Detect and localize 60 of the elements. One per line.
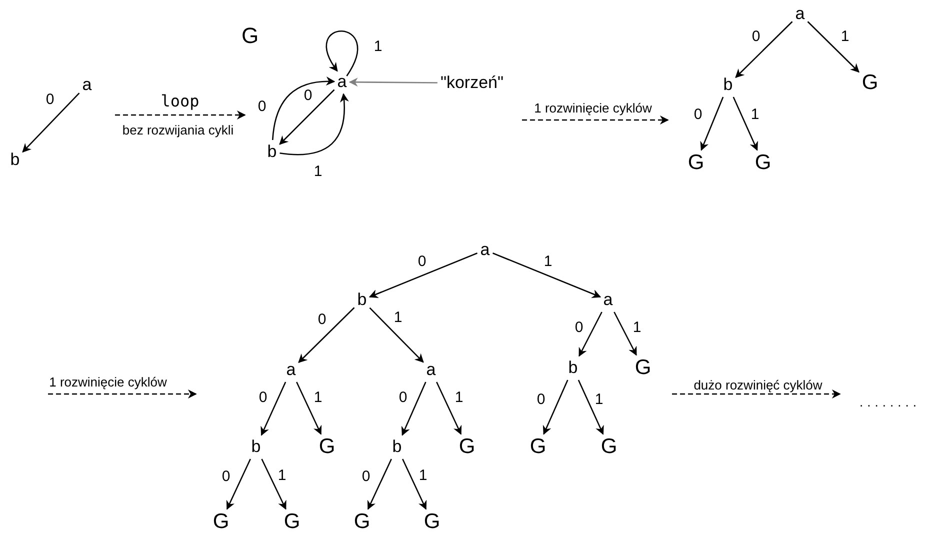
arrow xyxy=(735,21,793,78)
root-callout-text: "korzeń" xyxy=(439,73,505,93)
arrow xyxy=(700,96,724,151)
arrow xyxy=(272,76,336,140)
pointer-arrow xyxy=(348,78,438,87)
node-letter: b xyxy=(266,142,278,162)
arrow xyxy=(492,252,602,298)
arrow xyxy=(436,382,462,435)
arrow xyxy=(614,312,637,356)
arrow-caption: bez rozwijania cykli xyxy=(122,122,234,138)
arrow xyxy=(296,382,322,435)
arrow xyxy=(22,92,80,153)
arrow xyxy=(279,89,335,145)
node-letter: G xyxy=(860,72,880,94)
arrow xyxy=(542,380,568,435)
node-letter: G xyxy=(686,152,706,174)
arrow xyxy=(401,382,426,436)
node-letter: b xyxy=(356,290,368,310)
node-letter: G xyxy=(528,436,548,458)
node-letter: b xyxy=(250,437,262,457)
node-letter: G xyxy=(600,436,618,458)
arrow xyxy=(578,312,602,357)
node-letter: a xyxy=(479,240,491,260)
arrow xyxy=(578,380,604,435)
node-letter: b xyxy=(722,75,734,95)
node-letter: a xyxy=(602,290,614,310)
arrow xyxy=(368,252,478,298)
arrow xyxy=(280,93,349,156)
node-letter: G xyxy=(754,152,772,174)
arrow-caption: 1 rozwinięcie cyklów xyxy=(534,100,652,116)
node-letter: a xyxy=(336,72,348,92)
arrow xyxy=(402,458,427,510)
node-letter: a xyxy=(425,360,437,380)
arrow xyxy=(260,382,286,436)
arrow xyxy=(326,30,358,76)
arrow-caption: 1 rozwinięcie cyklów xyxy=(49,374,167,390)
node-letter: b xyxy=(9,150,21,170)
node-letter: b xyxy=(391,437,403,457)
node-letter: a xyxy=(794,4,806,24)
node-letter: G xyxy=(318,436,336,458)
arrow xyxy=(369,307,424,363)
arrow xyxy=(298,307,355,363)
arrow xyxy=(367,458,392,510)
arrow xyxy=(732,96,758,151)
ellipsis-dots: ........ xyxy=(860,394,920,410)
arrow xyxy=(261,458,286,510)
arrow-caption: dużo rozwinięć cyklów xyxy=(694,378,822,392)
node-letter: G xyxy=(282,511,302,533)
arrow xyxy=(807,21,860,73)
node-letter: G xyxy=(458,436,476,458)
node-letter: G xyxy=(212,511,230,533)
node-letter: a xyxy=(81,75,93,95)
node-letter: G xyxy=(422,511,442,533)
node-letter: b xyxy=(567,358,579,378)
node-letter: a xyxy=(285,360,297,380)
graph-name-label: G xyxy=(241,23,259,49)
node-letter: G xyxy=(352,511,372,533)
node-letter: G xyxy=(634,357,652,379)
arrow xyxy=(226,458,251,510)
keyword-label: loop xyxy=(160,92,200,110)
